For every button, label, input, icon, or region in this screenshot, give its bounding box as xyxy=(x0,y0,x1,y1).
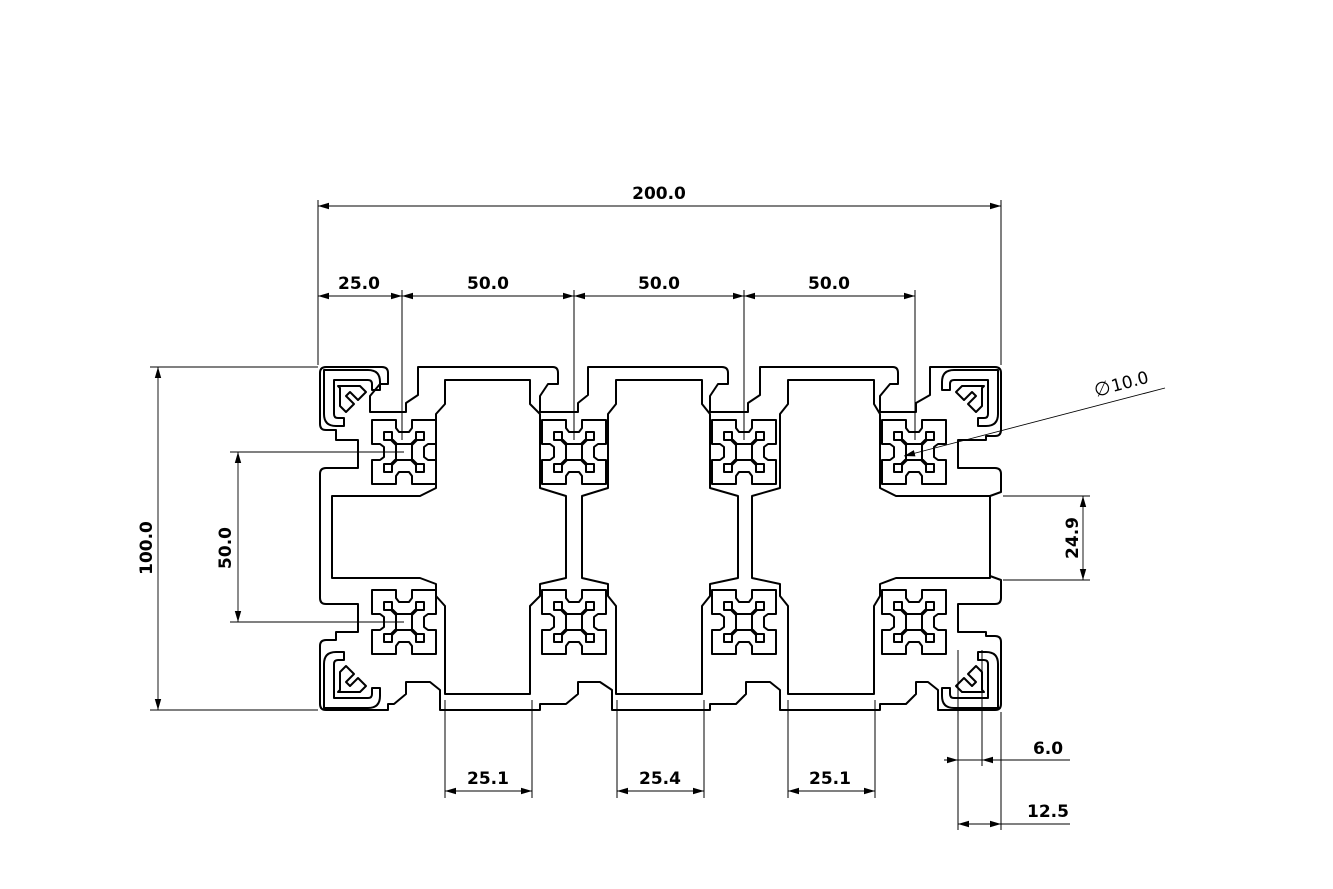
dim-openings: 25.1 25.4 25.1 xyxy=(444,700,876,798)
dim-label-diameter-symbol: ∅ xyxy=(1092,376,1114,401)
dim-label-first-offset: 25.0 xyxy=(338,274,380,294)
inner-cavities xyxy=(331,379,991,695)
dim-overall-height: 100.0 xyxy=(137,366,318,711)
dim-label-pitch-3: 50.0 xyxy=(808,274,850,294)
dim-core-height: 24.9 xyxy=(1003,495,1090,581)
dim-label-core-height: 24.9 xyxy=(1063,517,1083,559)
dim-label-slot-offset: 12.5 xyxy=(1027,802,1069,822)
dim-label-slot-width: 6.0 xyxy=(1033,739,1063,759)
dim-label-pitch-2: 50.0 xyxy=(638,274,680,294)
dim-overall-width: 200.0 xyxy=(317,184,1002,365)
dim-label-opening-center: 25.4 xyxy=(639,769,681,789)
dim-slot-width: 6.0 xyxy=(944,650,1070,830)
dim-label-opening-right: 25.1 xyxy=(809,769,851,789)
dim-slot-offset: 12.5 xyxy=(958,712,1070,830)
dim-label-vertical-pitch: 50.0 xyxy=(216,527,236,569)
dim-label-opening-left: 25.1 xyxy=(467,769,509,789)
dim-label-overall-width: 200.0 xyxy=(632,184,686,204)
dim-label-diameter: 10.0 xyxy=(1109,368,1151,397)
dim-slot-pitch-chain: 25.0 50.0 50.0 50.0 xyxy=(318,274,916,440)
dim-label-overall-height: 100.0 xyxy=(137,521,157,575)
dim-label-pitch-1: 50.0 xyxy=(467,274,509,294)
slot-grooves xyxy=(371,419,947,655)
dim-vertical-pitch: 50.0 xyxy=(216,451,404,623)
profile-outline xyxy=(319,366,1002,711)
